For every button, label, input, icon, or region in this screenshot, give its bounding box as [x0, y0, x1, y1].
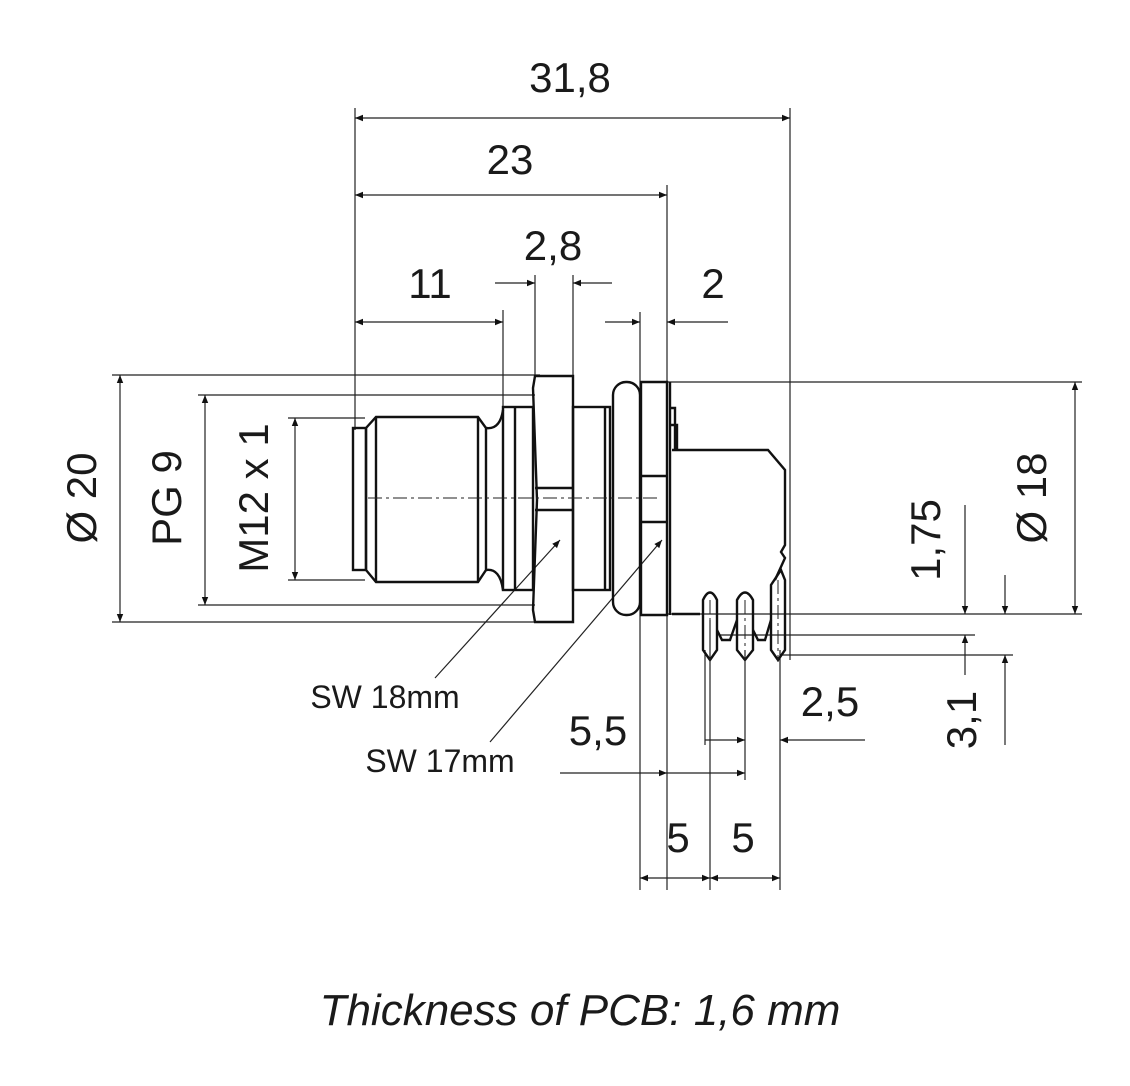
connector-body: [351, 374, 787, 624]
dim-pg-thread: PG 9: [143, 450, 190, 546]
dim-pin-pitch-2: 5: [731, 814, 754, 861]
dim-overall-length: 31,8: [529, 54, 611, 101]
dimension-lines: [116, 114, 1079, 882]
dim-to-flange: 23: [487, 136, 534, 183]
dim-pin-pitch-1: 5: [666, 814, 689, 861]
pins: [701, 567, 787, 663]
dim-diameter-outer: Ø 20: [58, 452, 105, 543]
center-lines: [368, 497, 779, 662]
label-wrench-size-18: SW 18mm: [310, 679, 459, 715]
dim-flange-width: 2: [701, 260, 724, 307]
dim-nut-width: 2,8: [524, 222, 582, 269]
dim-pin-offset-horizontal: 5,5: [569, 707, 627, 754]
dim-pin-spacing-small: 2,5: [801, 678, 859, 725]
dim-thread-length: 11: [408, 260, 452, 307]
dim-diameter-flange: Ø 18: [1008, 452, 1055, 543]
pcb-thickness-caption: Thickness of PCB: 1,6 mm: [320, 986, 841, 1035]
dim-pin-offset-vertical: 1,75: [902, 499, 949, 581]
dim-m12-thread: M12 x 1: [230, 423, 277, 572]
dim-pin-length: 3,1: [938, 691, 985, 749]
label-wrench-size-17: SW 17mm: [365, 743, 514, 779]
